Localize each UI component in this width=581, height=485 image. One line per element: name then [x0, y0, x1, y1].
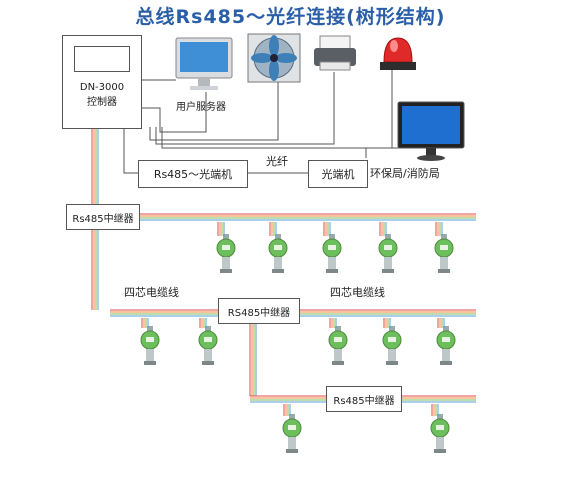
drop-row2-5: [437, 318, 445, 328]
bus-to-repeater-3: [249, 322, 257, 396]
controller-name: 控制器: [87, 97, 117, 108]
bus-row-1: [138, 213, 476, 221]
bus-row-2-left: [110, 309, 218, 317]
detector-row2-1: [140, 326, 160, 365]
repeater-3: Rs485中继器: [326, 386, 402, 412]
monitor-icon: [175, 37, 233, 90]
link-destination-monitor: [365, 147, 410, 158]
link-alarm: [161, 68, 393, 149]
drop-row1-1: [217, 222, 225, 236]
repeater-2: RS485中继器: [218, 298, 300, 324]
user-server-label: 用户服务器: [176, 102, 226, 113]
bus-left-down: [91, 228, 99, 310]
detector-row2-5: [436, 326, 456, 365]
fiber-converter-right: 光端机: [308, 160, 368, 188]
destination-label: 环保局/消防局: [370, 167, 440, 180]
drop-row2-2: [199, 318, 207, 328]
detector-row1-2: [268, 234, 288, 273]
cable-label-right: 四芯电缆线: [330, 286, 385, 299]
bus-row-2-right: [298, 309, 476, 317]
fan-icon: [247, 33, 301, 83]
detector-row1-4: [378, 234, 398, 273]
link-printer: [155, 72, 335, 145]
link-server-drop: [140, 92, 207, 133]
link-to-fiber-converter: [123, 127, 138, 174]
bus-main-vertical: [91, 127, 99, 204]
fiber-label: 光纤: [266, 155, 288, 168]
drop-row1-4: [379, 222, 387, 236]
detector-row1-3: [322, 234, 342, 273]
drop-row2-1: [141, 318, 149, 328]
drop-row1-2: [269, 222, 277, 236]
drop-row3-1: [283, 404, 291, 416]
link-fan: [149, 82, 279, 141]
detector-row1-1: [216, 234, 236, 273]
detector-row2-4: [382, 326, 402, 365]
printer-icon: [314, 35, 356, 71]
detector-row3-2: [430, 414, 450, 453]
drop-row2-4: [383, 318, 391, 328]
fiber-converter-left: Rs485～光端机: [138, 160, 248, 188]
bus-row-3-left: [250, 395, 326, 403]
bus-row-3-right: [400, 395, 476, 403]
drop-row1-3: [323, 222, 331, 236]
drop-row1-5: [435, 222, 443, 236]
controller-box: DN-3000 控制器: [62, 35, 142, 129]
detector-row2-3: [328, 326, 348, 365]
controller-model: DN-3000: [79, 82, 125, 93]
drop-row2-3: [329, 318, 337, 328]
monitor-icon: [397, 101, 465, 161]
drop-row3-2: [431, 404, 439, 416]
controller-screen: [74, 46, 130, 72]
repeater-1: Rs485中继器: [66, 204, 140, 230]
cable-label-left: 四芯电缆线: [124, 286, 179, 299]
detector-row1-5: [434, 234, 454, 273]
detector-row2-2: [198, 326, 218, 365]
alarm-light-icon: [380, 37, 416, 70]
diagram-title: 总线Rs485～光纤连接(树形结构): [135, 6, 446, 28]
detector-row3-1: [282, 414, 302, 453]
